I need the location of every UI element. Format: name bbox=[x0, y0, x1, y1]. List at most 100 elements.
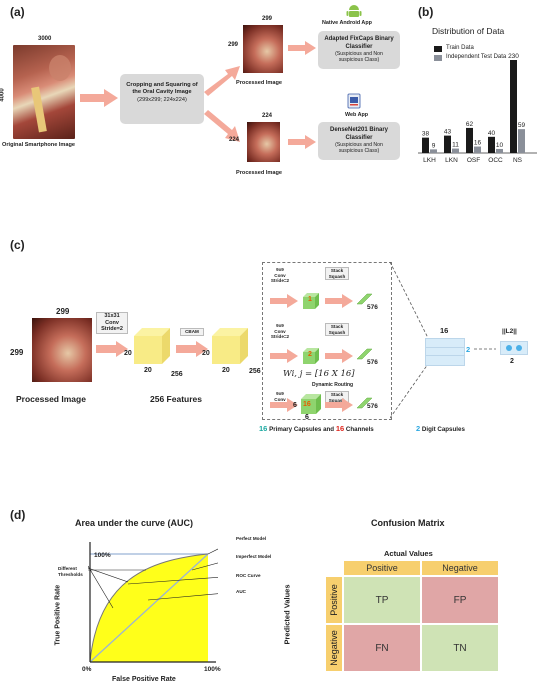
bar-value-osf-train: 62 bbox=[466, 121, 474, 128]
bar-value-osf-test: 16 bbox=[474, 140, 482, 147]
top-processed-image bbox=[243, 25, 283, 73]
primary-capsules-caption: 16 Primary Capsules and 16 Channels bbox=[259, 424, 374, 433]
bar-value-lkn-test: 11 bbox=[452, 142, 459, 149]
chart-title: Distribution of Data bbox=[432, 26, 505, 36]
bar-lkh-test bbox=[430, 149, 437, 153]
norm-output-count: 2 bbox=[510, 358, 514, 365]
x-axis-label: False Positive Rate bbox=[112, 676, 176, 683]
norm-label: ||L2|| bbox=[502, 328, 517, 335]
dynamic-routing-label: Dynamic Routing bbox=[312, 382, 354, 388]
arrow-to-crop bbox=[80, 89, 118, 107]
true-negative-cell: TN bbox=[422, 625, 498, 671]
feature2-h: 20 bbox=[222, 367, 230, 374]
dim-6-a: 6 bbox=[293, 402, 297, 409]
bar-osf-test bbox=[474, 146, 481, 153]
digit-capsule-count: 2 bbox=[466, 345, 471, 354]
panel-a-label: (a) bbox=[10, 5, 25, 19]
norm-connector bbox=[474, 348, 496, 350]
output-576-2: 576 bbox=[367, 359, 378, 366]
capsule-vector-1 bbox=[356, 293, 373, 305]
primary-capsules-text: Primary Capsules and bbox=[269, 426, 335, 433]
tongue-depressor bbox=[31, 86, 47, 133]
predicted-negative-header: Negative bbox=[326, 625, 342, 671]
arrow-to-features bbox=[96, 341, 128, 357]
feature2-w: 20 bbox=[202, 350, 210, 357]
false-negative-cell: FN bbox=[344, 625, 420, 671]
legend-train-swatch bbox=[434, 46, 442, 52]
norm-output-block bbox=[500, 341, 528, 355]
android-icon bbox=[346, 5, 362, 17]
conv31-label: 31x31 Conv Stride=2 bbox=[96, 312, 128, 334]
digit-divider-2 bbox=[426, 355, 464, 356]
primary-capsules-container bbox=[262, 262, 392, 420]
original-width-label: 3000 bbox=[38, 36, 52, 42]
bar-value-occ-test: 10 bbox=[496, 142, 504, 149]
capsule-vector-2 bbox=[356, 348, 373, 360]
feature-cube-1 bbox=[134, 328, 170, 364]
digit-caption-text: Digit Capsules bbox=[421, 426, 465, 433]
perfect-model-label: Perfect Model bbox=[236, 536, 267, 541]
capsule-cube-2 bbox=[303, 348, 319, 364]
arrow-to-fixcaps bbox=[288, 41, 316, 55]
false-positive-cell: FP bbox=[422, 577, 498, 623]
capsule-cube-1 bbox=[303, 293, 319, 309]
output-576-1: 576 bbox=[367, 304, 378, 311]
bar-value-lkh-train: 38 bbox=[422, 131, 430, 138]
conv9-label-2: 9x9 Conv Stride=2 bbox=[270, 323, 290, 340]
panel-d-label: (d) bbox=[10, 508, 26, 522]
legend-train-label: Train Data bbox=[446, 45, 474, 51]
roc-plot bbox=[88, 542, 218, 663]
bar-lkh-train bbox=[422, 137, 429, 153]
stack-label-1: Stack Squash bbox=[325, 267, 349, 280]
channel-count: 16 bbox=[335, 424, 345, 433]
original-caption: Original Smartphone Image bbox=[2, 142, 76, 148]
y-axis-text: True Positive Rate bbox=[54, 584, 62, 646]
legend-test-swatch bbox=[434, 55, 442, 61]
auc-title: Area under the curve (AUC) bbox=[75, 518, 194, 528]
panel-b-label: (b) bbox=[418, 5, 434, 19]
digit-capsules-block bbox=[425, 338, 465, 366]
y-100-label: 100% bbox=[94, 552, 111, 559]
fixcaps-title: Adapted FixCaps Binary Classifier bbox=[324, 36, 394, 50]
bar-ns-test bbox=[518, 129, 525, 153]
row1-arrow-a bbox=[270, 294, 298, 308]
android-app-label: Native Android App bbox=[322, 20, 372, 26]
cheek-region bbox=[49, 55, 71, 81]
split-arrows bbox=[204, 66, 240, 142]
category-label-occ: OCC bbox=[488, 157, 503, 164]
capsule-index-2: 2 bbox=[308, 351, 312, 358]
true-positive-cell: TP bbox=[344, 577, 420, 623]
legend-test-label: Independent Test Data bbox=[446, 54, 507, 60]
bar-lkn-test bbox=[452, 148, 459, 153]
imperfect-model-label: Imperfect Model bbox=[236, 554, 272, 559]
input-width-label: 299 bbox=[56, 307, 70, 316]
input-processed-image bbox=[32, 318, 92, 382]
crop-box: Cropping and Squaring of the Oral Cavity… bbox=[120, 74, 204, 124]
x-100-label: 100% bbox=[204, 666, 221, 673]
conv9-label-1: 9x9 Conv Stride=2 bbox=[270, 267, 290, 284]
row1-arrow-b bbox=[325, 294, 353, 308]
original-height-label: 4000 bbox=[0, 88, 6, 102]
capsule-index-1: 1 bbox=[308, 296, 312, 303]
output-node-2 bbox=[516, 345, 522, 351]
feature1-w: 20 bbox=[124, 350, 132, 357]
row2-arrow-a bbox=[270, 349, 298, 363]
top-processed-caption: Processed Image bbox=[236, 80, 283, 86]
crop-box-title: Cropping and Squaring of the Oral Cavity… bbox=[126, 82, 198, 95]
actual-values-label: Actual Values bbox=[384, 549, 433, 558]
feature2-d: 256 bbox=[249, 368, 261, 375]
x-0-label: 0% bbox=[82, 666, 92, 673]
web-app-icon bbox=[347, 93, 361, 109]
channels-text: Channels bbox=[345, 426, 374, 433]
cbam-label: CBAM bbox=[180, 328, 204, 336]
predicted-positive-header: Positive bbox=[326, 577, 342, 623]
bar-value-lkn-train: 43 bbox=[444, 129, 452, 136]
bar-occ-train bbox=[488, 136, 495, 153]
output-576-3: 576 bbox=[367, 403, 378, 410]
bar-ns-train bbox=[510, 60, 517, 153]
digit-capsule-dim: 16 bbox=[440, 326, 449, 335]
top-height-label: 299 bbox=[228, 42, 239, 48]
actual-positive-header: Positive bbox=[344, 561, 420, 575]
capsule-vector-3 bbox=[356, 397, 373, 409]
